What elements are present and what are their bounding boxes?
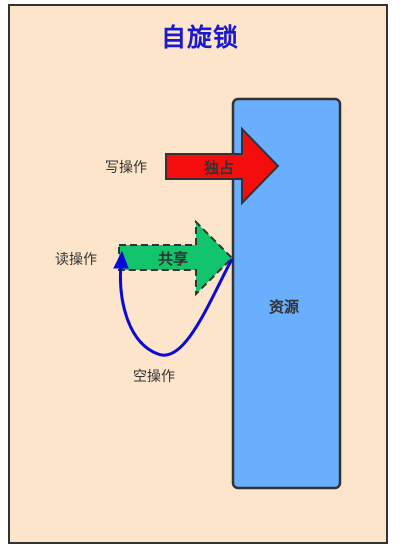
write-arrow: [165, 126, 280, 206]
resource-label: 资源: [269, 298, 300, 316]
shared-arrow-label: 共享: [158, 250, 189, 268]
exclusive-arrow-label: 独占: [204, 159, 235, 177]
diagram-title: 自旋锁: [160, 23, 239, 52]
resource-box: [231, 97, 342, 490]
idle-loop-arrowhead: [113, 250, 129, 269]
idle-operation-label: 空操作: [133, 369, 175, 385]
diagram-canvas: [113, 97, 342, 490]
idle-loop-path: [119, 258, 234, 357]
write-operation-label: 写操作: [105, 160, 147, 176]
read-operation-label: 读操作: [55, 252, 97, 268]
read-arrow: [118, 219, 234, 297]
